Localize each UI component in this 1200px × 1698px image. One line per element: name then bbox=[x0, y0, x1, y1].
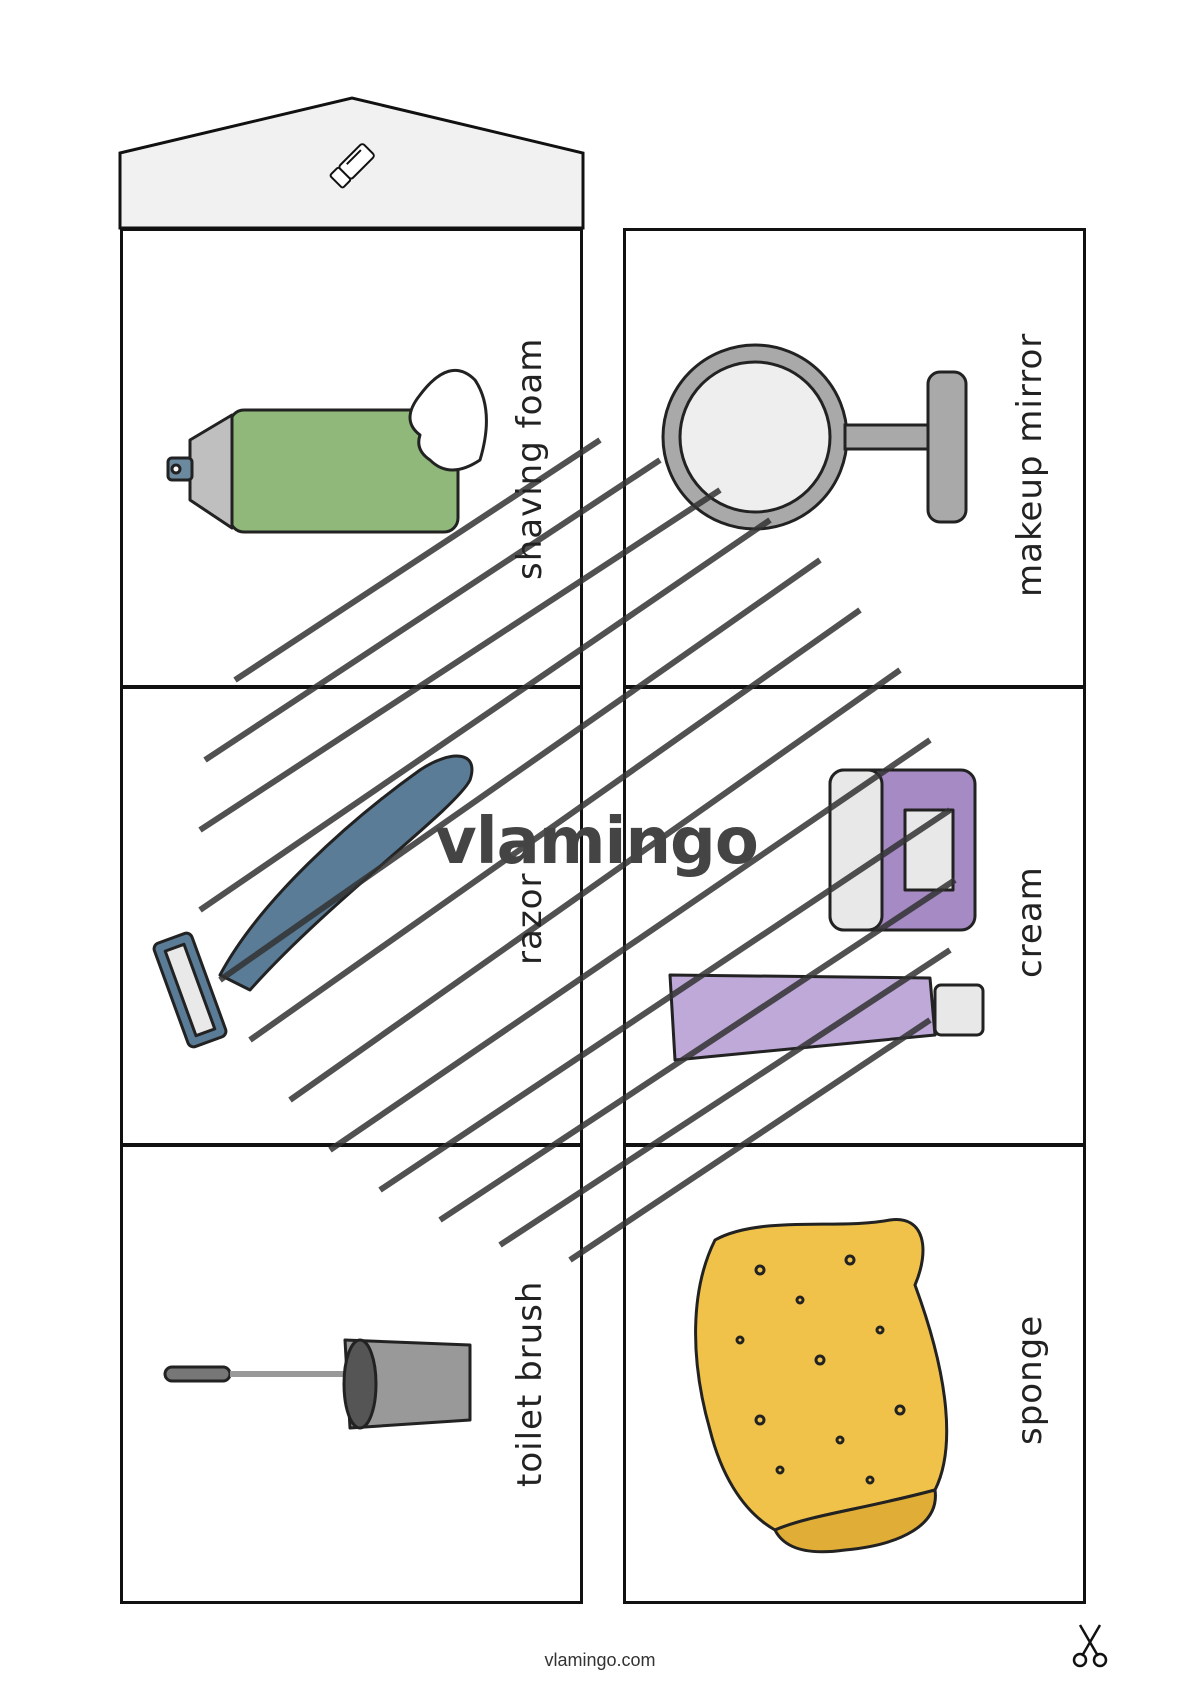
label-shaving-foam: shaving foam bbox=[510, 337, 550, 580]
card-razor bbox=[120, 686, 583, 1146]
scissors-icon bbox=[1072, 1624, 1108, 1668]
label-makeup-mirror: makeup mirror bbox=[1010, 332, 1050, 597]
shaving-foam-icon bbox=[166, 369, 488, 534]
sponge-icon bbox=[694, 1218, 949, 1554]
footer-link[interactable]: vlamingo.com bbox=[544, 1650, 656, 1670]
label-sponge: sponge bbox=[1010, 1314, 1050, 1445]
glue-stick-icon bbox=[329, 143, 375, 189]
toilet-brush-icon bbox=[163, 1338, 472, 1430]
watermark-text: vlamingo bbox=[435, 805, 759, 879]
label-razor: razor bbox=[510, 872, 550, 965]
makeup-mirror-icon bbox=[661, 343, 968, 531]
label-cream: cream bbox=[1010, 866, 1050, 978]
label-toilet-brush: toilet brush bbox=[510, 1280, 550, 1487]
watermark-hatch bbox=[198, 437, 957, 1263]
